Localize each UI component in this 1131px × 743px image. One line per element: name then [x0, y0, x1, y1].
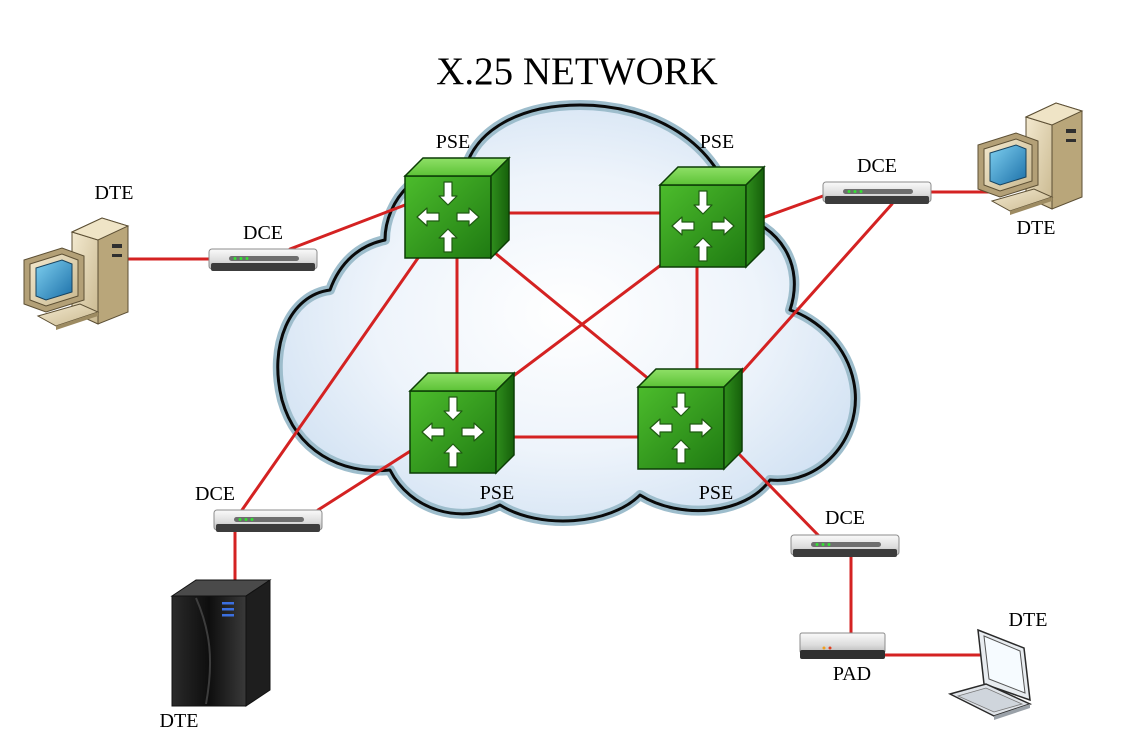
link-pse-tl-pse-br: [493, 251, 652, 382]
dte-computer-left: [23, 217, 129, 331]
pse-switch-bottom-right: [637, 368, 743, 470]
pse-label-top-left: PSE: [436, 131, 470, 153]
dce-label-bottom-left: DCE: [195, 483, 235, 505]
dce-label-right: DCE: [857, 155, 897, 177]
pse-label-bottom-right: PSE: [699, 482, 733, 504]
link-dce-bottomleft-pse-tl: [240, 256, 420, 512]
dte-terminal: [947, 628, 1033, 720]
dce-modem-bottom-right: [790, 534, 900, 558]
dte-label-terminal: DTE: [1009, 609, 1048, 631]
dte-server-tower: [170, 579, 272, 707]
link-dce-left-pse-tl: [288, 203, 407, 251]
dte-computer-right: [977, 102, 1083, 216]
dte-label-left: DTE: [95, 182, 134, 204]
dce-modem-left: [208, 248, 318, 272]
pse-label-top-right: PSE: [700, 131, 734, 153]
pad-device: [799, 632, 886, 659]
link-dce-right-pse-br: [740, 202, 894, 374]
pse-switch-top-right: [659, 166, 765, 268]
dce-modem-bottom-left: [213, 509, 323, 533]
link-dce-bottomleft-pse-bl: [316, 448, 414, 512]
pse-label-bottom-left: PSE: [480, 482, 514, 504]
dce-label-bottom-right: DCE: [825, 507, 865, 529]
diagram-title: X.25 NETWORK: [436, 50, 718, 93]
link-pse-tr-pse-bl: [506, 260, 667, 382]
dte-label-server: DTE: [160, 710, 199, 732]
link-pse-tr-dce-right: [760, 194, 825, 220]
pad-label: PAD: [833, 663, 871, 685]
pse-switch-bottom-left: [409, 372, 515, 474]
link-pse-br-dce-bottomright: [736, 451, 822, 539]
dte-label-right: DTE: [1017, 217, 1056, 239]
dce-modem-right: [822, 181, 932, 205]
pse-switch-top-left: [404, 157, 510, 259]
dce-label-left: DCE: [243, 222, 283, 244]
